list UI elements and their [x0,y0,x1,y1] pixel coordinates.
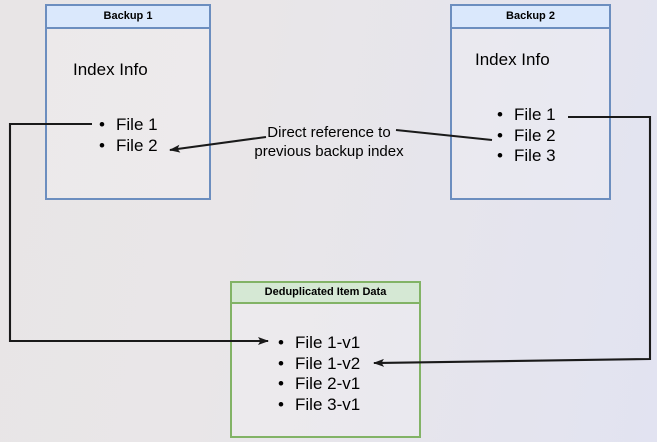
list-item: File 3 [497,146,556,167]
list-item: File 2 [497,126,556,147]
dedup-header-label: Deduplicated Item Data [264,286,387,298]
list-item: File 1-v1 [278,333,360,354]
backup2-file-list: File 1 File 2 File 3 [497,105,556,167]
list-item: File 2 [99,136,158,157]
list-item: File 1 [497,105,556,126]
backup1-file-list: File 1 File 2 [99,115,158,156]
backup1-header: Backup 1 [45,4,211,29]
backup2-box [450,4,611,200]
direct-reference-caption-line2: previous backup index [254,143,404,160]
dedup-file-list: File 1-v1 File 1-v2 File 2-v1 File 3-v1 [278,333,360,415]
backup1-box [45,4,211,200]
direct-reference-caption: Direct reference to previous backup inde… [248,123,410,161]
direct-reference-caption-line1: Direct reference to [267,124,391,141]
dedup-header: Deduplicated Item Data [230,281,421,304]
backup2-header: Backup 2 [450,4,611,29]
backup1-header-label: Backup 1 [103,10,153,22]
backup2-header-label: Backup 2 [506,10,555,22]
list-item: File 3-v1 [278,395,360,416]
backup2-index-info-label: Index Info [475,50,550,69]
backup1-index-info-label: Index Info [73,60,148,79]
list-item: File 1 [99,115,158,136]
list-item: File 1-v2 [278,354,360,375]
list-item: File 2-v1 [278,374,360,395]
